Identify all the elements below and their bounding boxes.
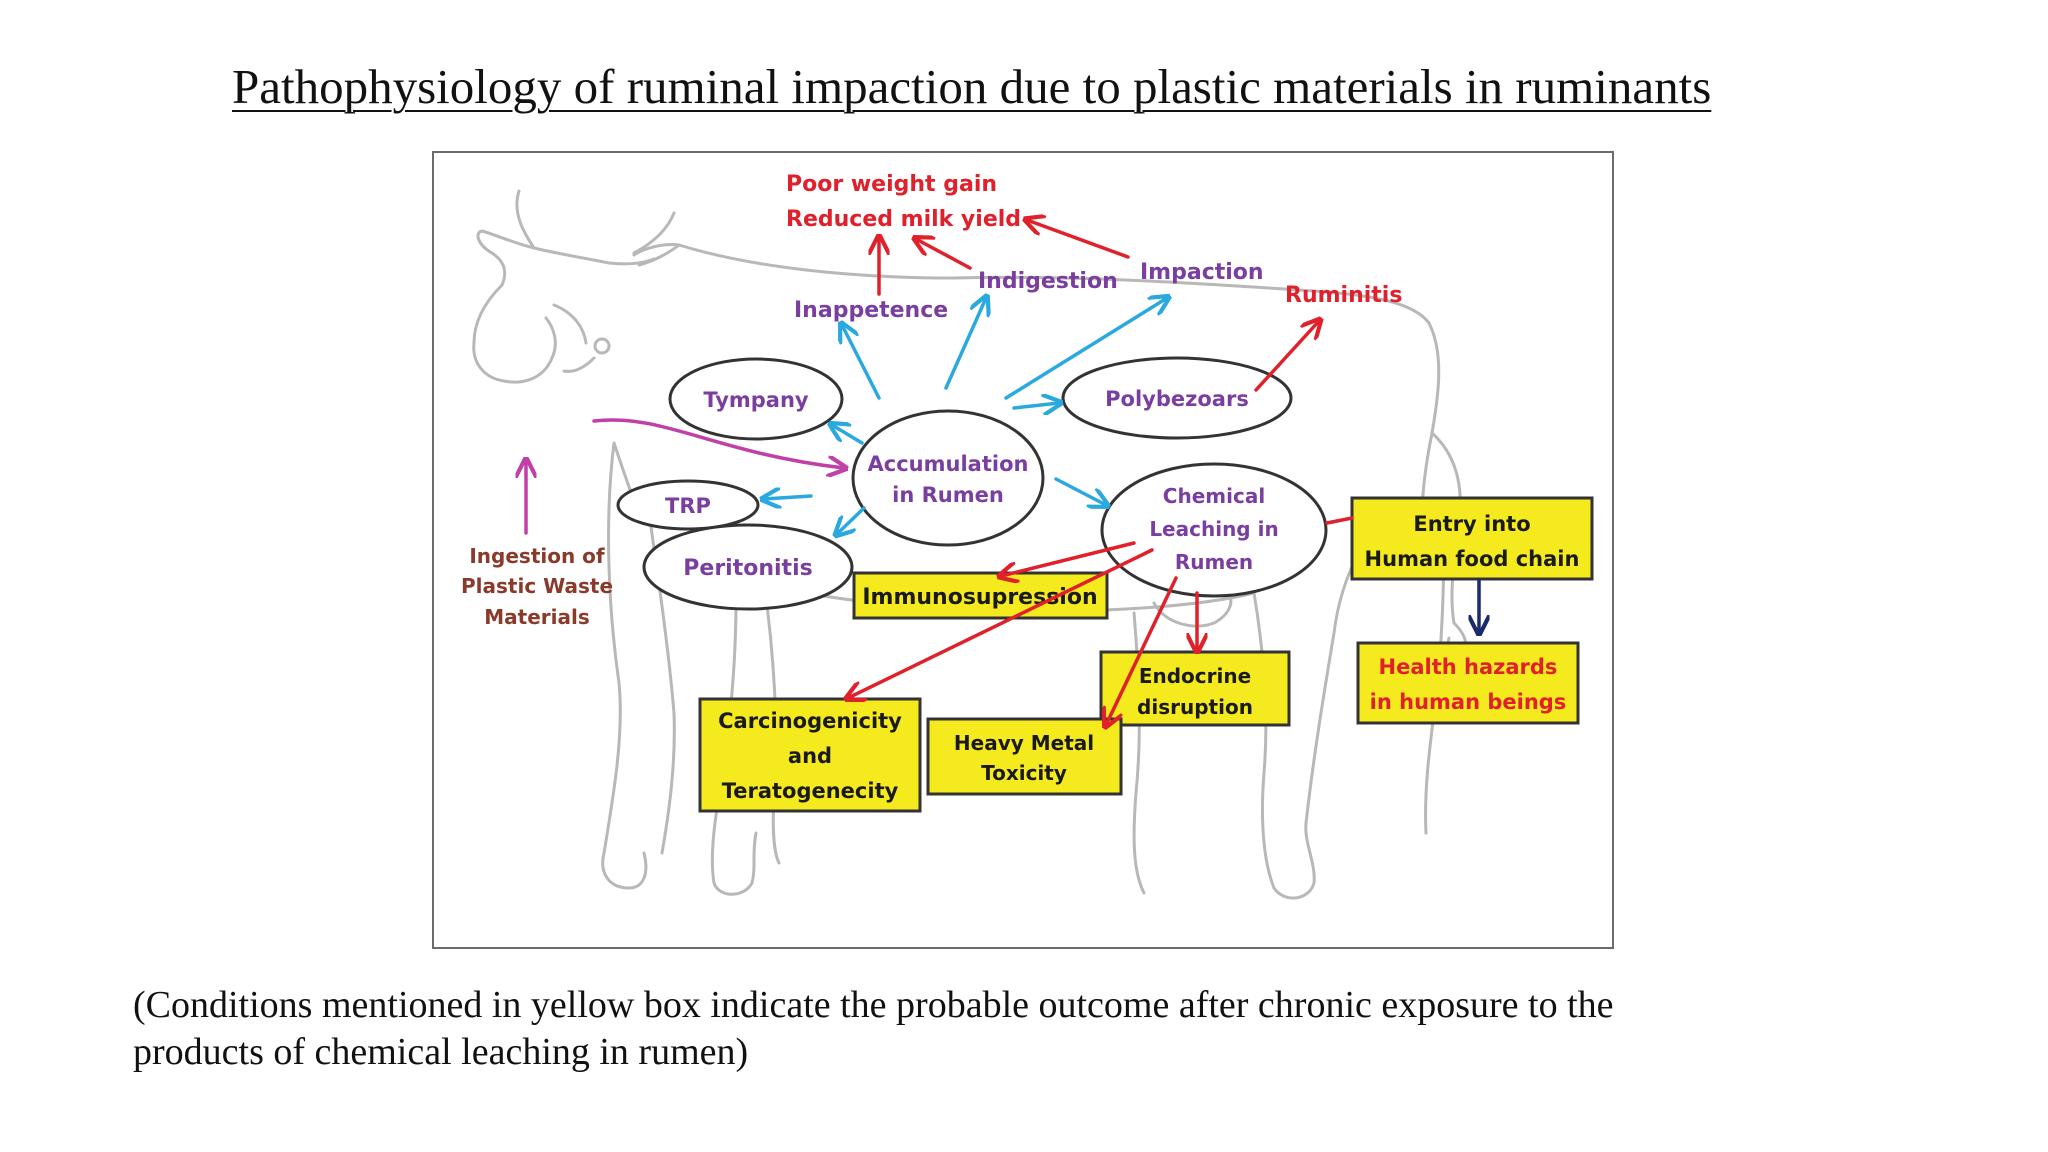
carcino-label-2: and [788, 744, 832, 768]
ellipse-trp: TRP [616, 479, 760, 531]
reduced-milk-yield-label: Reduced milk yield [786, 207, 1021, 232]
endocrine-label-1: Endocrine [1139, 664, 1251, 688]
connector-to-entry [1325, 516, 1354, 525]
box-entry-human-food-chain: Entry into Human food chain [1350, 496, 1594, 581]
heavy-metal-label-1: Heavy Metal [954, 731, 1094, 755]
ellipse-polybezoars: Polybezoars [1061, 356, 1293, 440]
ingestion-label-2: Plastic Waste [461, 574, 613, 598]
ellipse-tympany: Tympany [668, 357, 844, 441]
arrow-to-carcinogenicity [848, 548, 1154, 698]
entry-label-1: Entry into [1413, 512, 1530, 536]
arrow-to-tympany [832, 425, 864, 445]
ellipse-chemical-leaching: Chemical Leaching in Rumen [1100, 462, 1328, 598]
arrow-to-trp [764, 496, 813, 499]
accumulation-label-1: Accumulation [868, 452, 1029, 476]
ingestion-label-1: Ingestion of [469, 544, 605, 568]
arrow-to-immunosupression [1001, 541, 1136, 576]
ellipse-peritonitis: Peritonitis [642, 523, 854, 611]
ruminitis-label: Ruminitis [1285, 283, 1402, 308]
box-immunosupression: Immunosupression [852, 571, 1109, 620]
arrow-to-impaction [1004, 298, 1167, 400]
indigestion-label: Indigestion [978, 269, 1118, 294]
entry-label-2: Human food chain [1365, 547, 1580, 571]
heavy-metal-label-2: Toxicity [981, 761, 1067, 785]
impaction-label: Impaction [1140, 260, 1264, 285]
diagram-figure: Tympany Polybezoars Accumulation in Rume… [432, 151, 1614, 949]
accumulation-label-2: in Rumen [892, 483, 1004, 507]
arrows [526, 220, 1479, 725]
box-carcinogenicity: Carcinogenicity and Teratogenecity [698, 697, 922, 813]
caption-line-2: products of chemical leaching in rumen) [133, 1031, 749, 1073]
arrow-mouth-to-rumen [592, 418, 844, 468]
poor-weight-gain-label: Poor weight gain [786, 172, 997, 197]
endocrine-label-2: disruption [1137, 695, 1253, 719]
arrow-to-heavy-metal [1106, 576, 1178, 725]
peritonitis-label: Peritonitis [683, 556, 812, 581]
polybezoars-label: Polybezoars [1105, 387, 1249, 411]
arrow-to-peritonitis [837, 506, 866, 534]
chemical-label-1: Chemical [1163, 484, 1265, 508]
hazards-label-1: Health hazards [1379, 655, 1558, 679]
carcino-label-3: Teratogenecity [722, 779, 899, 803]
caption-line-1: (Conditions mentioned in yellow box indi… [133, 984, 1614, 1026]
ellipse-accumulation: Accumulation in Rumen [851, 409, 1045, 547]
carcino-label-1: Carcinogenicity [718, 709, 902, 733]
diagram-canvas: Tympany Polybezoars Accumulation in Rume… [461, 172, 1594, 900]
box-endocrine-disruption: Endocrine disruption [1099, 650, 1291, 727]
chemical-label-2: Leaching in [1149, 517, 1278, 541]
arrow-to-indigestion [944, 298, 986, 390]
immunosupression-label: Immunosupression [862, 585, 1097, 610]
trp-label: TRP [665, 494, 711, 518]
inappetence-label: Inappetence [794, 298, 948, 323]
figure-caption: (Conditions mentioned in yellow box indi… [133, 982, 1873, 1076]
arrow-to-inappetence [842, 325, 881, 400]
arrow-to-polybezoars [1012, 403, 1059, 408]
arrow-polybezoars-to-ruminitis [1254, 321, 1319, 392]
slide-title: Pathophysiology of ruminal impaction due… [232, 59, 1712, 114]
arrow-indigestion-to-milk [916, 239, 972, 270]
arrow-to-chemical-leaching [1054, 477, 1106, 505]
hazards-label-2: in human beings [1370, 690, 1567, 714]
ingestion-label-3: Materials [484, 605, 590, 629]
box-health-hazards: Health hazards in human beings [1356, 641, 1580, 725]
arrow-impaction-to-milk [1027, 220, 1130, 259]
tympany-label: Tympany [703, 388, 809, 412]
chemical-label-3: Rumen [1175, 550, 1253, 574]
box-heavy-metal-toxicity: Heavy Metal Toxicity [926, 717, 1123, 796]
